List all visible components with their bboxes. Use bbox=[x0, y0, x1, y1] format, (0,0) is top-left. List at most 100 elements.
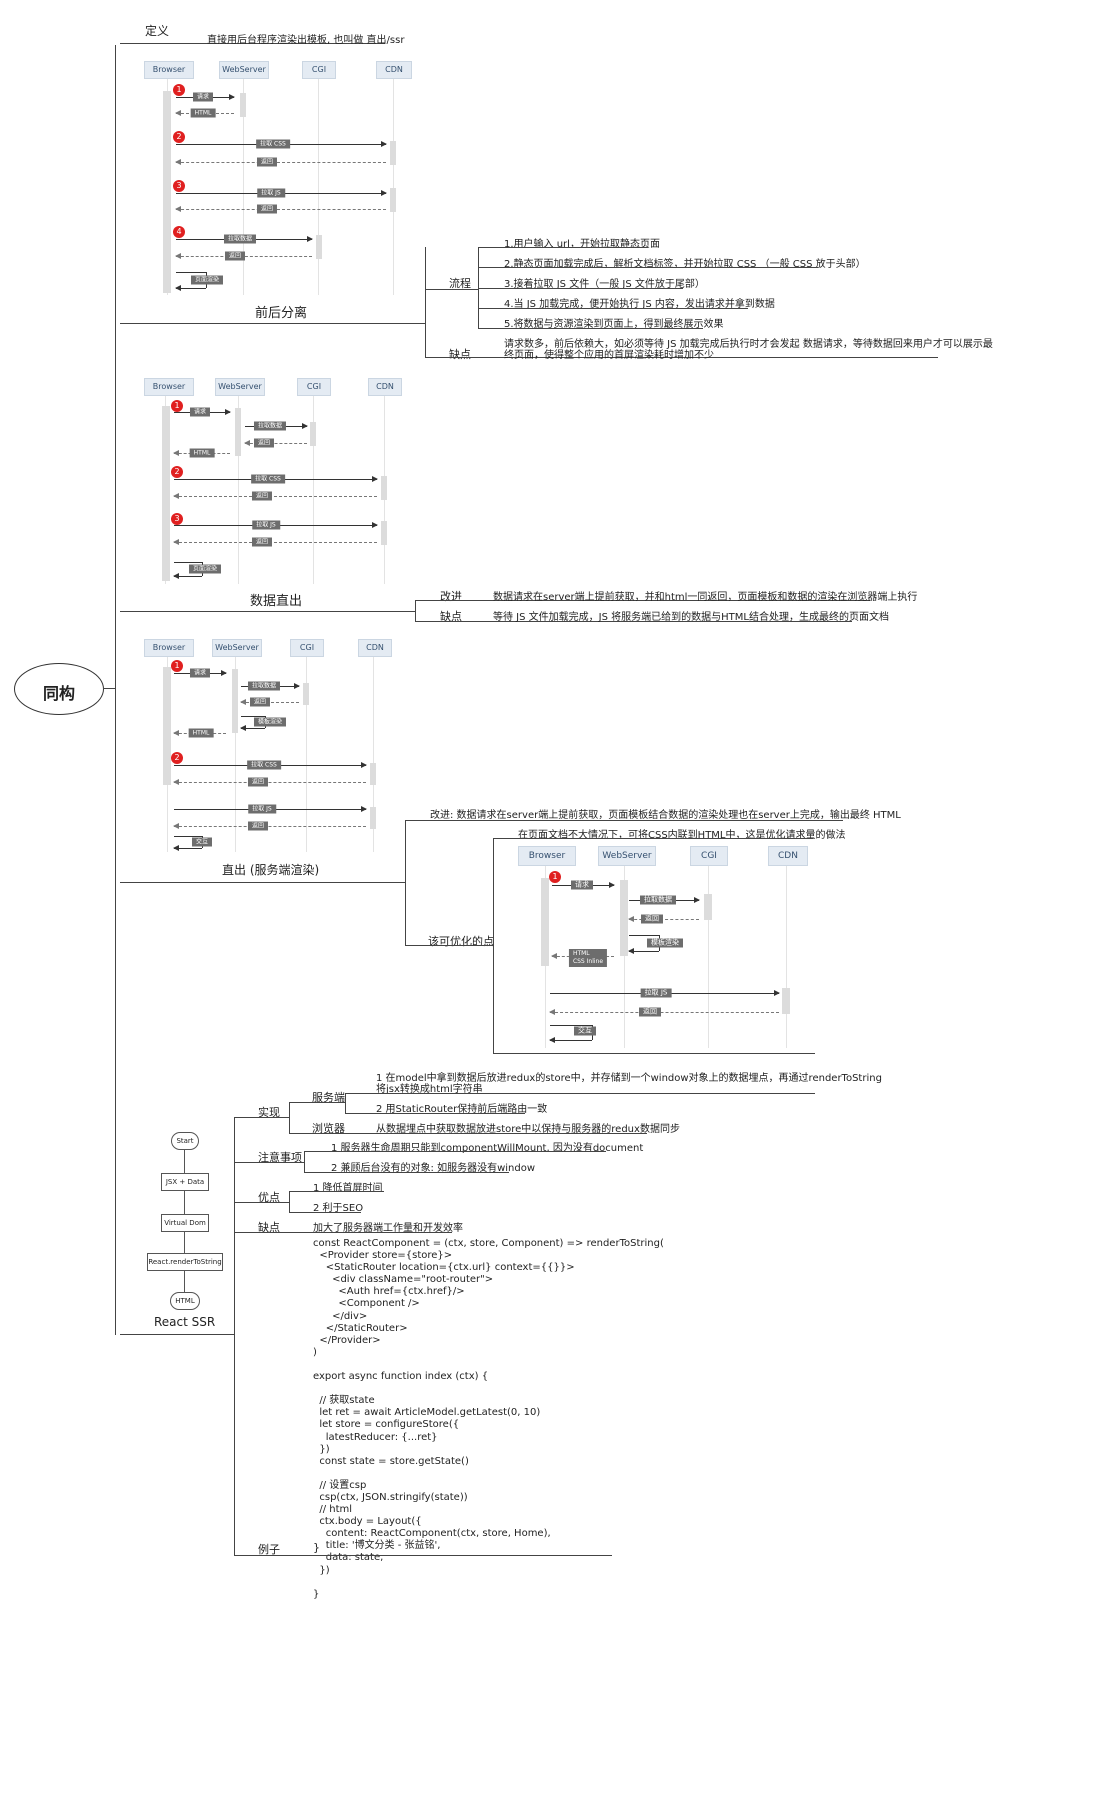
code-example: const ReactComponent = (ctx, store, Comp… bbox=[313, 1238, 664, 1600]
notes-item: 2 兼顾后台没有的对象: 如服务器没有window bbox=[331, 1163, 536, 1174]
flow-item: 5.将数据与资源渲染到页面上，得到最终展示效果 bbox=[504, 319, 724, 330]
arrow-label: 拉取 JS bbox=[257, 188, 285, 198]
flow-node-render-to-string: React.renderToString bbox=[147, 1253, 223, 1271]
flow-underline bbox=[478, 267, 818, 268]
flow-node-start: Start bbox=[171, 1132, 199, 1150]
notes-item-underline bbox=[304, 1172, 509, 1173]
arrow-return bbox=[173, 779, 366, 785]
sequence-diagram-3: Browser WebServer CGI CDN 1 请求 拉取数据 返回 模… bbox=[140, 635, 395, 855]
arrow-label: 拉取数据 bbox=[247, 681, 281, 691]
lifeline bbox=[238, 396, 239, 584]
lifeline bbox=[235, 657, 236, 852]
arrow-return bbox=[173, 823, 366, 829]
self-loop bbox=[240, 725, 265, 731]
notes-label: 注意事项 bbox=[258, 1151, 302, 1164]
arrow-label: 拉取数据 bbox=[253, 421, 287, 431]
arrow-label: 交互 bbox=[574, 1026, 596, 1036]
step-marker: 2 bbox=[171, 466, 183, 478]
step-marker: 3 bbox=[171, 513, 183, 525]
arrow-label: 返回 bbox=[253, 438, 275, 448]
activation-bar bbox=[316, 235, 322, 259]
lifeline bbox=[786, 866, 787, 1048]
lifeline bbox=[306, 657, 307, 852]
improve-underline bbox=[405, 820, 843, 821]
flow-underline bbox=[478, 308, 748, 309]
arrow-label: 拉取数据 bbox=[640, 895, 676, 905]
cons-label: 缺点 bbox=[440, 610, 462, 623]
activation-bar bbox=[163, 667, 171, 785]
main-spine bbox=[115, 45, 116, 1335]
server-item: 1 在model中拿到数据后放进redux的store中，并存储到一个windo… bbox=[376, 1073, 882, 1084]
arrow-label: 返回 bbox=[251, 537, 273, 547]
header-cgi: CGI bbox=[297, 378, 331, 396]
lifeline bbox=[393, 79, 394, 295]
activation-bar bbox=[390, 141, 396, 165]
flow-underline bbox=[478, 288, 683, 289]
flow-edge bbox=[184, 1149, 185, 1173]
pros-bracket bbox=[289, 1191, 290, 1213]
arrow-label: HTML CSS Inline bbox=[568, 949, 608, 967]
activation-bar bbox=[162, 406, 170, 581]
optimize-text: 在页面文档不大情况下，可将CSS内联到HTML中，这是优化请求量的做法 bbox=[518, 830, 846, 841]
header-webserver: WebServer bbox=[219, 61, 269, 79]
header-cgi: CGI bbox=[302, 61, 336, 79]
header-cdn: CDN bbox=[358, 639, 392, 657]
pros-item-underline bbox=[289, 1212, 361, 1213]
arrow-label: 返回 bbox=[247, 821, 269, 831]
arrow-label: 返回 bbox=[639, 1007, 661, 1017]
activation-bar bbox=[370, 807, 376, 829]
optimize-label: 该可优化的点 bbox=[428, 935, 494, 948]
sequence-diagram-1: Browser WebServer CGI CDN 1 请求 HTML 2 拉取… bbox=[140, 55, 415, 305]
notes-item: 1 服务器生命周期只能到componentWillMount, 因为没有docu… bbox=[331, 1143, 644, 1154]
arrow-label: 拉取 JS bbox=[248, 804, 276, 814]
improve-text: 改进: 数据请求在server端上提前获取，页面模板结合数据的渲染处理也在ser… bbox=[430, 810, 901, 821]
definition-text: 直接用后台程序渲染出模板, 也叫做 直出/ssr bbox=[207, 35, 405, 46]
activation-bar bbox=[381, 476, 387, 500]
arrow-label: 返回 bbox=[256, 204, 278, 214]
arrow-label: HTML bbox=[189, 448, 215, 458]
flow-label: 流程 bbox=[449, 277, 471, 290]
flow-stem bbox=[470, 289, 478, 290]
arrow-label: 拉取 CSS bbox=[247, 760, 281, 770]
flow-edge bbox=[184, 1270, 185, 1292]
impl-bracket bbox=[289, 1102, 290, 1134]
impl-underline bbox=[234, 1117, 289, 1118]
arrow-label: 模板渲染 bbox=[253, 717, 287, 727]
activation-bar bbox=[163, 91, 171, 293]
step-marker: 1 bbox=[171, 400, 183, 412]
optimize-underline bbox=[405, 945, 493, 946]
arrow-return bbox=[549, 1009, 779, 1015]
header-cdn: CDN bbox=[376, 61, 412, 79]
cons-underline bbox=[234, 1232, 452, 1233]
arrow-label: HTML bbox=[188, 728, 214, 738]
header-browser: Browser bbox=[144, 378, 194, 396]
sequence-diagram-2: Browser WebServer CGI CDN 1 请求 拉取数据 返回 H… bbox=[140, 372, 415, 587]
self-loop bbox=[549, 1037, 592, 1043]
section2-branch bbox=[415, 600, 416, 622]
cons-label: 缺点 bbox=[449, 348, 471, 361]
pros-item-underline bbox=[289, 1191, 384, 1192]
flow-node-html: HTML bbox=[170, 1292, 200, 1310]
arrow-label: 返回 bbox=[249, 697, 271, 707]
self-loop bbox=[173, 573, 202, 579]
arrow-label: HTML bbox=[190, 108, 216, 118]
cons-text: 等待 JS 文件加载完成，JS 将服务端已给到的数据与HTML结合处理，生成最终… bbox=[493, 612, 889, 623]
self-loop bbox=[550, 1025, 592, 1026]
browser-label: 浏览器 bbox=[312, 1122, 345, 1135]
section3-underline bbox=[120, 882, 405, 883]
optimize-bracket bbox=[493, 838, 494, 1053]
activation-bar bbox=[782, 988, 790, 1014]
browser-item: 从数据埋点中获取数据放进store中以保持与服务器的redux数据同步 bbox=[376, 1124, 680, 1135]
notes-underline bbox=[234, 1162, 304, 1163]
flow-item: 2.静态页面加载完成后，解析文档标签，并开始拉取 CSS （一般 CSS 放于头… bbox=[504, 259, 866, 270]
lifeline bbox=[313, 396, 314, 584]
root-label: 同构 bbox=[42, 684, 75, 703]
flow-underline bbox=[478, 247, 648, 248]
arrow-label: 请求 bbox=[189, 407, 211, 417]
self-loop bbox=[173, 845, 202, 851]
arrow-return bbox=[244, 440, 307, 446]
section3-caption: 直出 (服务端渲染) bbox=[222, 863, 320, 877]
react-ssr-flowchart: Start JSX + Data Virtual Dom React.rende… bbox=[145, 1130, 223, 1312]
arrow-label: 交互 bbox=[191, 837, 213, 847]
improve-underline bbox=[415, 600, 870, 601]
